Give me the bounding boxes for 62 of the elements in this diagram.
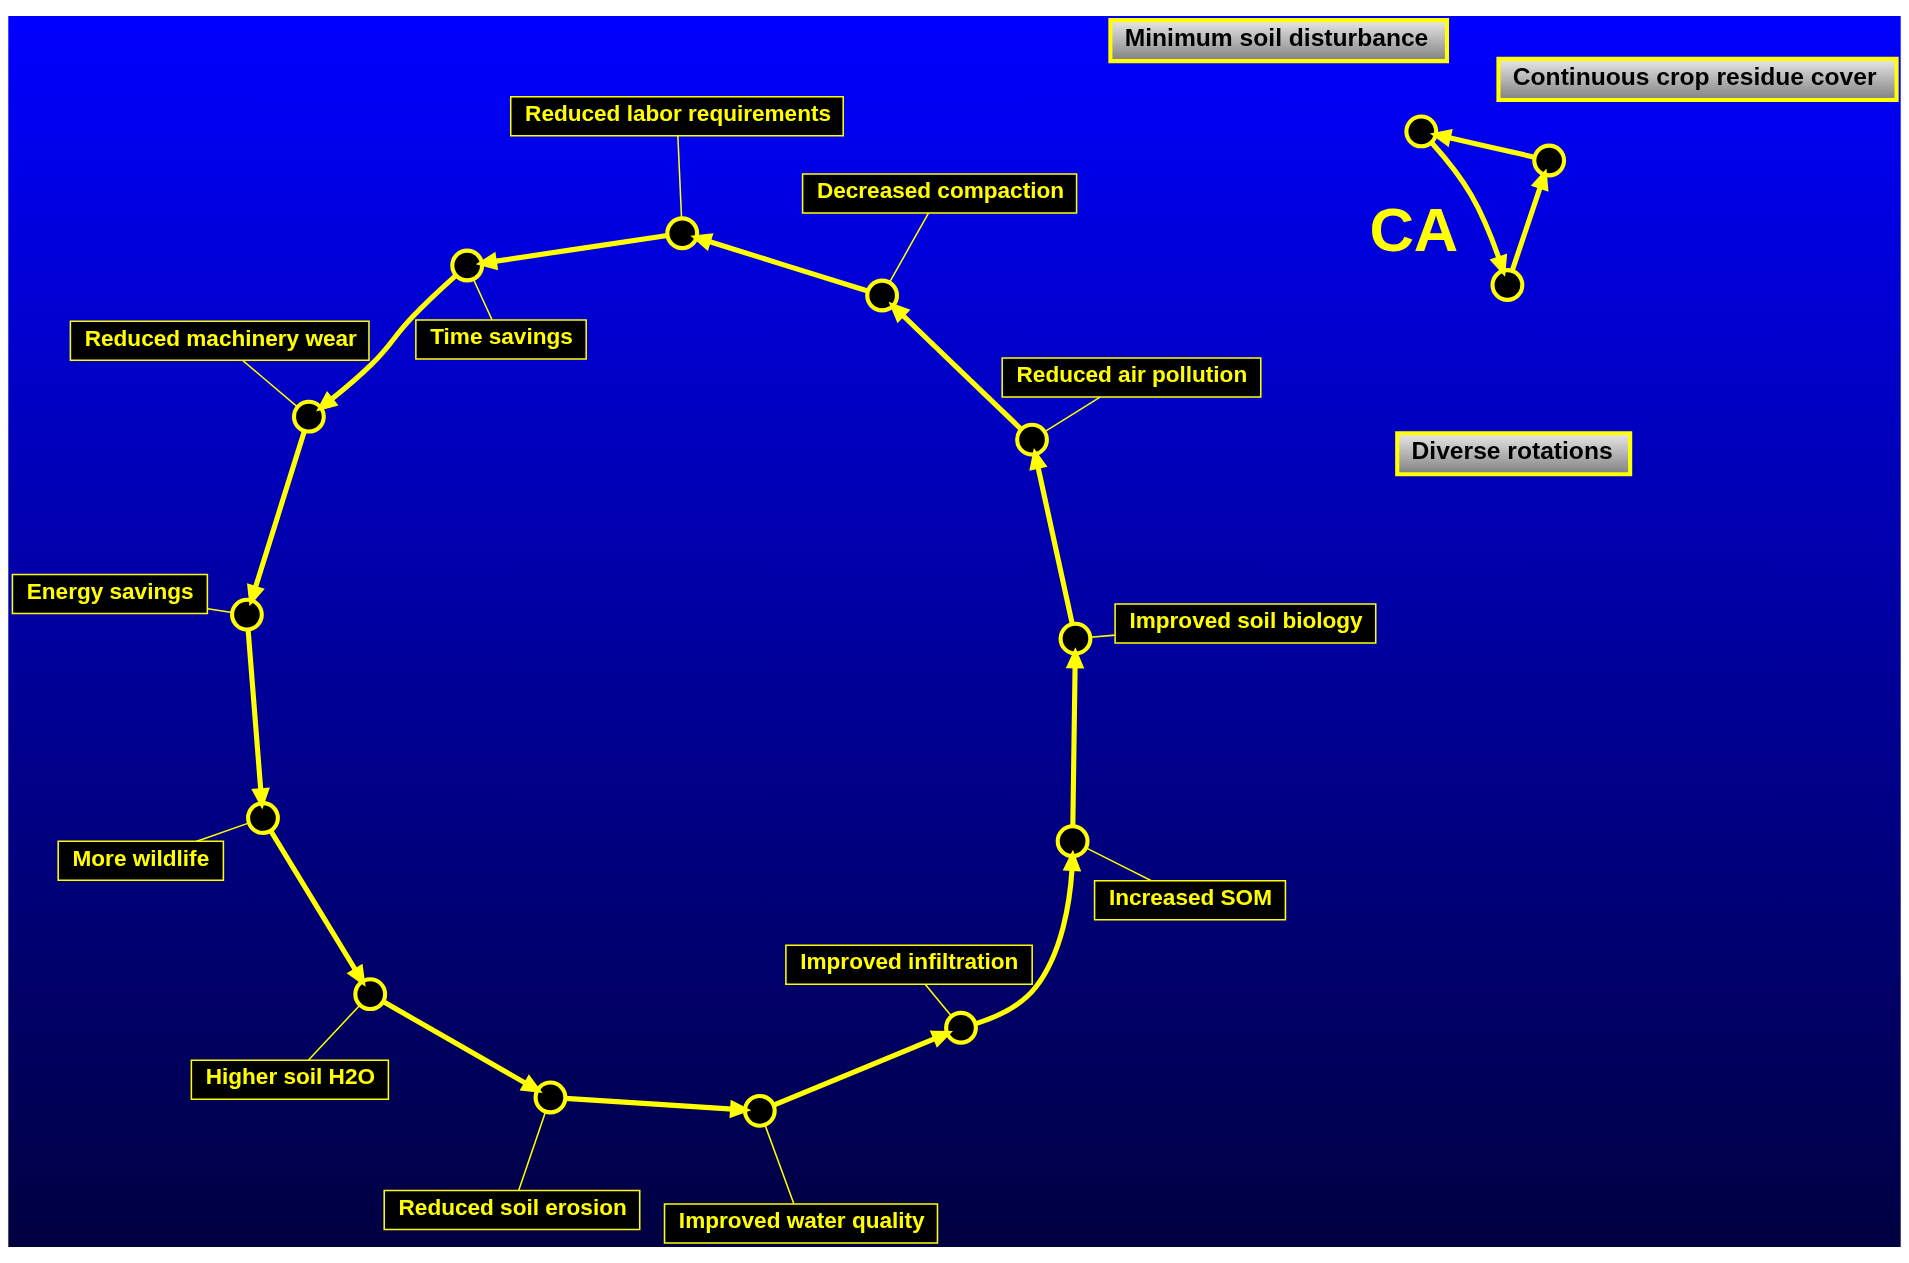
node-circle bbox=[450, 248, 485, 283]
node-circle bbox=[246, 801, 280, 835]
arrow bbox=[247, 430, 307, 607]
connector bbox=[206, 607, 233, 614]
connector bbox=[924, 983, 953, 1017]
node-box: Decreased compaction bbox=[801, 173, 1078, 214]
arrow bbox=[316, 273, 458, 412]
node-box: Time savings bbox=[415, 319, 587, 360]
arrow bbox=[565, 1095, 752, 1119]
node-box: More wildlife bbox=[57, 840, 225, 882]
arrow bbox=[1065, 647, 1085, 827]
node-circle bbox=[665, 216, 700, 251]
label: CA bbox=[1369, 194, 1459, 264]
node-circle bbox=[1058, 621, 1093, 656]
node-circle bbox=[291, 399, 326, 434]
node-circle bbox=[742, 1093, 777, 1128]
node-circle bbox=[230, 597, 264, 632]
arrow bbox=[772, 1030, 953, 1108]
arrow bbox=[888, 301, 1023, 432]
node-circle bbox=[1532, 143, 1567, 178]
connector bbox=[1044, 396, 1101, 433]
arrow bbox=[1029, 448, 1075, 625]
node-circle bbox=[1490, 268, 1525, 302]
arrow bbox=[381, 999, 543, 1093]
arrow bbox=[245, 629, 270, 810]
node-box: Higher soil H2O bbox=[190, 1059, 390, 1101]
node-circle bbox=[865, 278, 900, 313]
node-circle bbox=[1404, 114, 1439, 149]
connector bbox=[472, 278, 493, 321]
node-box: Increased SOM bbox=[1093, 879, 1287, 921]
node-box: Diverse rotations bbox=[1395, 431, 1633, 477]
connector bbox=[888, 212, 930, 284]
connector bbox=[195, 822, 250, 843]
node-circle bbox=[533, 1080, 568, 1115]
node-box: Improved water quality bbox=[663, 1203, 939, 1244]
connector bbox=[517, 1111, 547, 1192]
node-circle bbox=[353, 977, 388, 1012]
node-box: Reduced machinery wear bbox=[69, 320, 370, 362]
connector bbox=[307, 1004, 361, 1061]
arrow bbox=[974, 849, 1082, 1027]
node-box: Improved soil biology bbox=[1114, 603, 1377, 644]
connector bbox=[764, 1124, 795, 1205]
node-box: Reduced air pollution bbox=[1001, 357, 1262, 398]
node-box: Minimum soil disturbance bbox=[1108, 18, 1449, 64]
node-circle bbox=[944, 1010, 978, 1045]
node-circle bbox=[1015, 422, 1049, 457]
arrow bbox=[475, 232, 668, 271]
arrow bbox=[268, 829, 366, 987]
arrow bbox=[1429, 140, 1508, 277]
arrow bbox=[1429, 129, 1536, 160]
connector bbox=[241, 359, 299, 408]
arrow bbox=[690, 233, 869, 294]
node-box: Energy savings bbox=[11, 573, 209, 615]
connector bbox=[1085, 847, 1152, 882]
connector bbox=[677, 135, 683, 219]
arrow bbox=[1509, 168, 1549, 272]
node-box: Continuous crop residue cover bbox=[1496, 56, 1899, 102]
node-box: Improved infiltration bbox=[785, 944, 1033, 985]
connector bbox=[1089, 634, 1116, 639]
node-box: Reduced soil erosion bbox=[383, 1189, 641, 1231]
node-box: Reduced labor requirements bbox=[509, 96, 844, 137]
node-circle bbox=[1055, 824, 1090, 859]
